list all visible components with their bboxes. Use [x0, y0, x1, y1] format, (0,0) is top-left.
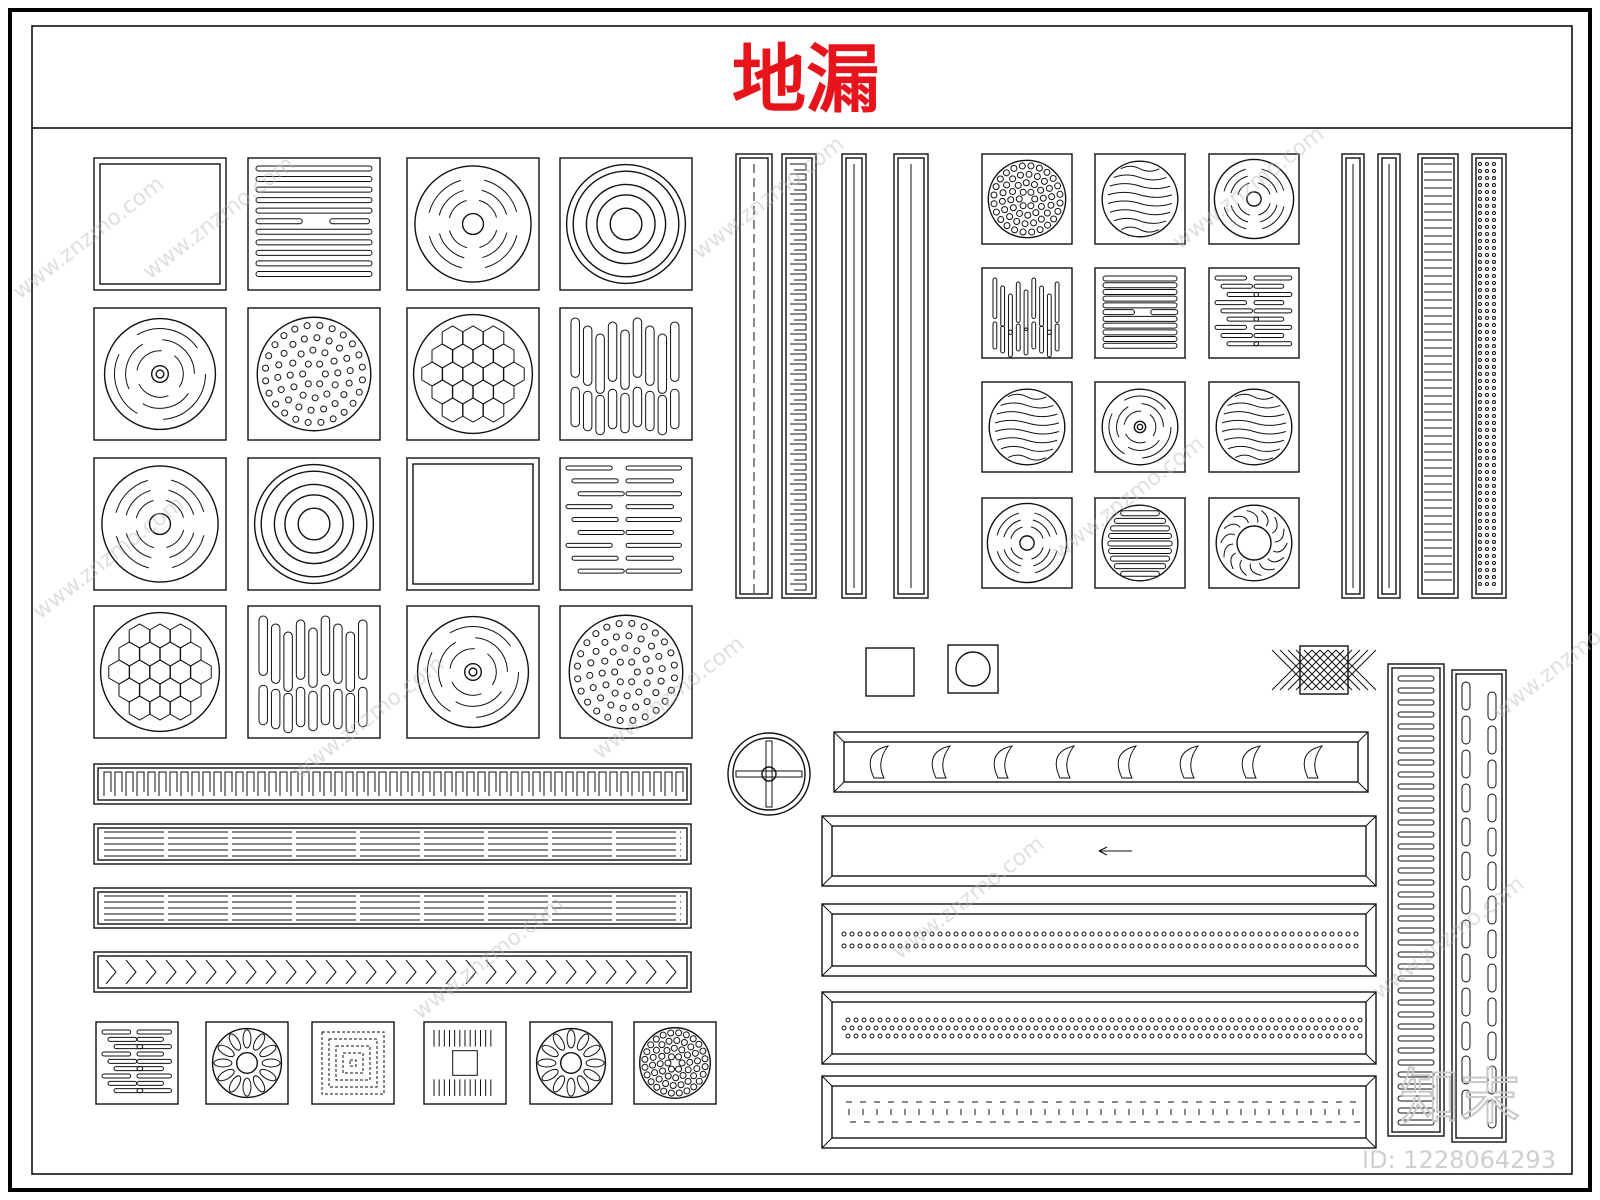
- drain-tile: [633, 1021, 717, 1105]
- watermark-text: www.znzmo.com: [1168, 121, 1329, 254]
- watermark-text: www.znzmo.com: [28, 491, 189, 624]
- vertical-drain-slots: [1451, 669, 1507, 1143]
- drain-tile: [406, 157, 540, 291]
- drain-tile: [559, 605, 693, 739]
- drain-tile: [423, 1021, 507, 1105]
- drain-tile: [95, 1021, 179, 1105]
- inner-frame: [31, 25, 1573, 1175]
- linear-drain-leaf: [833, 731, 1369, 793]
- mesh-cap: [1271, 645, 1377, 695]
- vertical-drain-grid: [1417, 153, 1459, 599]
- linear-drain-dashes: [821, 1075, 1377, 1149]
- floor-drain-tiles: [93, 153, 1377, 1105]
- vertical-drain-bars: [1387, 663, 1445, 1137]
- watermark-text: www.znzmo.com: [888, 831, 1049, 964]
- watermarks: www.znzmo.com www.znzmo.com www.znzmo.com w…: [8, 121, 1600, 1024]
- drain-tile: [1094, 381, 1186, 473]
- drain-tile: [205, 1021, 289, 1105]
- drain-tile: [1208, 381, 1300, 473]
- drain-tile: [981, 267, 1073, 359]
- drain-tile: [406, 605, 540, 739]
- drawing-title: 地漏: [732, 37, 880, 123]
- drain-tile: [247, 457, 381, 591]
- brand-logo: 知末: [1400, 1063, 1520, 1133]
- linear-drain-dots: [821, 991, 1377, 1065]
- drain-tile: [1208, 497, 1300, 589]
- cross-cap: [727, 732, 811, 816]
- linear-drain-comb: [93, 763, 692, 805]
- vertical-drain-plain: [893, 153, 929, 599]
- drain-tile: [1208, 267, 1300, 359]
- linear-drain-lines: [93, 823, 692, 865]
- id-label: ID: 1228064293: [1362, 1146, 1556, 1174]
- drain-tile: [247, 605, 381, 739]
- vertical-drain-dash: [735, 153, 773, 599]
- drain-tile: [529, 1021, 613, 1105]
- drain-tile: [247, 157, 381, 291]
- drain-tile: [981, 497, 1073, 589]
- drain-tile: [559, 307, 693, 441]
- drain-tile: [93, 307, 227, 441]
- drain-tile: [406, 457, 540, 591]
- vertical-drain-dots: [1471, 153, 1507, 599]
- drain-tile: [981, 153, 1073, 245]
- drain-tile: [981, 381, 1073, 473]
- watermark-text: www.znzmo.com: [288, 651, 449, 784]
- linear-drain-dots: [821, 903, 1377, 977]
- drain-tile: [93, 457, 227, 591]
- linear-drain-arrow: [821, 815, 1377, 887]
- drain-tile: [1208, 153, 1300, 245]
- outer-frame: [8, 8, 1592, 1192]
- watermark-text: www.znzmo.com: [138, 151, 299, 284]
- square-cap: [865, 647, 915, 697]
- drain-tile: [247, 307, 381, 441]
- drain-tile: [559, 457, 693, 591]
- vertical-drain-slim: [1341, 153, 1365, 599]
- vertical-drain-comb: [781, 153, 817, 599]
- drain-tile: [93, 605, 227, 739]
- drain-tile: [559, 157, 693, 291]
- linear-drain-channels: [93, 153, 1507, 1149]
- watermark-text: www.znzmo.com: [408, 891, 569, 1024]
- drain-tile: [1094, 267, 1186, 359]
- drain-tile: [406, 307, 540, 441]
- linear-drain-chevron: [93, 951, 692, 993]
- drain-tile: [1094, 497, 1186, 589]
- round-cap: [947, 644, 999, 694]
- drain-tile: [311, 1021, 395, 1105]
- vertical-drain-slim: [1377, 153, 1401, 599]
- watermark-text: www.znzmo.com: [1488, 591, 1600, 724]
- vertical-drain-slim: [841, 153, 867, 599]
- drain-tile: [93, 157, 227, 291]
- linear-drain-lines: [93, 887, 692, 929]
- drain-tile: [1094, 153, 1186, 245]
